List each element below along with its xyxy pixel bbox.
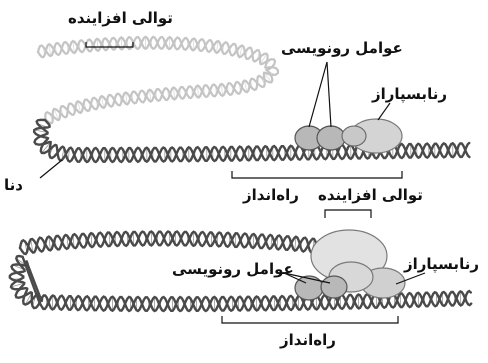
bottom-protein-complex [294,229,406,301]
top-annotation-lines [39,42,403,179]
top-promoter-bracket [231,171,403,179]
bottom-tf-pointer-2 [283,272,331,284]
bottom-polymerase-label: رنابسپاراز [404,255,479,273]
top-polymerase-label: رنابسپاراز [372,85,447,103]
bottom-dna-upper-strand-2 [18,230,372,261]
top-tf-3 [341,125,367,147]
top-promoter-label: راه‌انداز [243,186,299,204]
bottom-dna-lower-strand-1 [9,259,472,313]
top-tf-pointer-1 [308,61,328,128]
top-enhancer-label: توالی افزاینده [68,9,173,27]
top-pol-pointer [377,102,391,121]
top-tf-pointer-2 [326,61,332,128]
bottom-promoter-label: راه‌انداز [280,331,336,349]
top-dna-distal [36,35,280,125]
top-tf-label: عوامل رونویسی [281,39,403,57]
bottom-dna-lower [8,254,473,313]
bottom-annotation-lines [221,209,426,324]
bottom-tf-label: عوامل رونویسی [172,260,294,278]
top-dna-main-strand-1 [33,118,471,164]
top-enhancer-label-2: توالی افزاینده [318,186,423,204]
bottom-tf-2 [320,275,348,299]
bottom-dna-lower-strand-2 [8,254,473,313]
top-enhancer-bracket [85,42,134,48]
bottom-tf-pointer-1 [283,272,307,284]
bottom-pol-pointer [395,272,426,285]
top-tf-2 [316,125,346,151]
top-dna-main [32,118,471,164]
bottom-enhancer-bracket [324,209,372,218]
top-dna-pointer [39,159,63,179]
top-dna-label: دنا [4,176,23,194]
bottom-promoter-bracket [221,316,399,324]
top-dna-distal-base-pairs [42,36,276,121]
top-dna-main-strand-2 [32,118,471,164]
top-dna-distal-strand-2 [36,35,280,122]
